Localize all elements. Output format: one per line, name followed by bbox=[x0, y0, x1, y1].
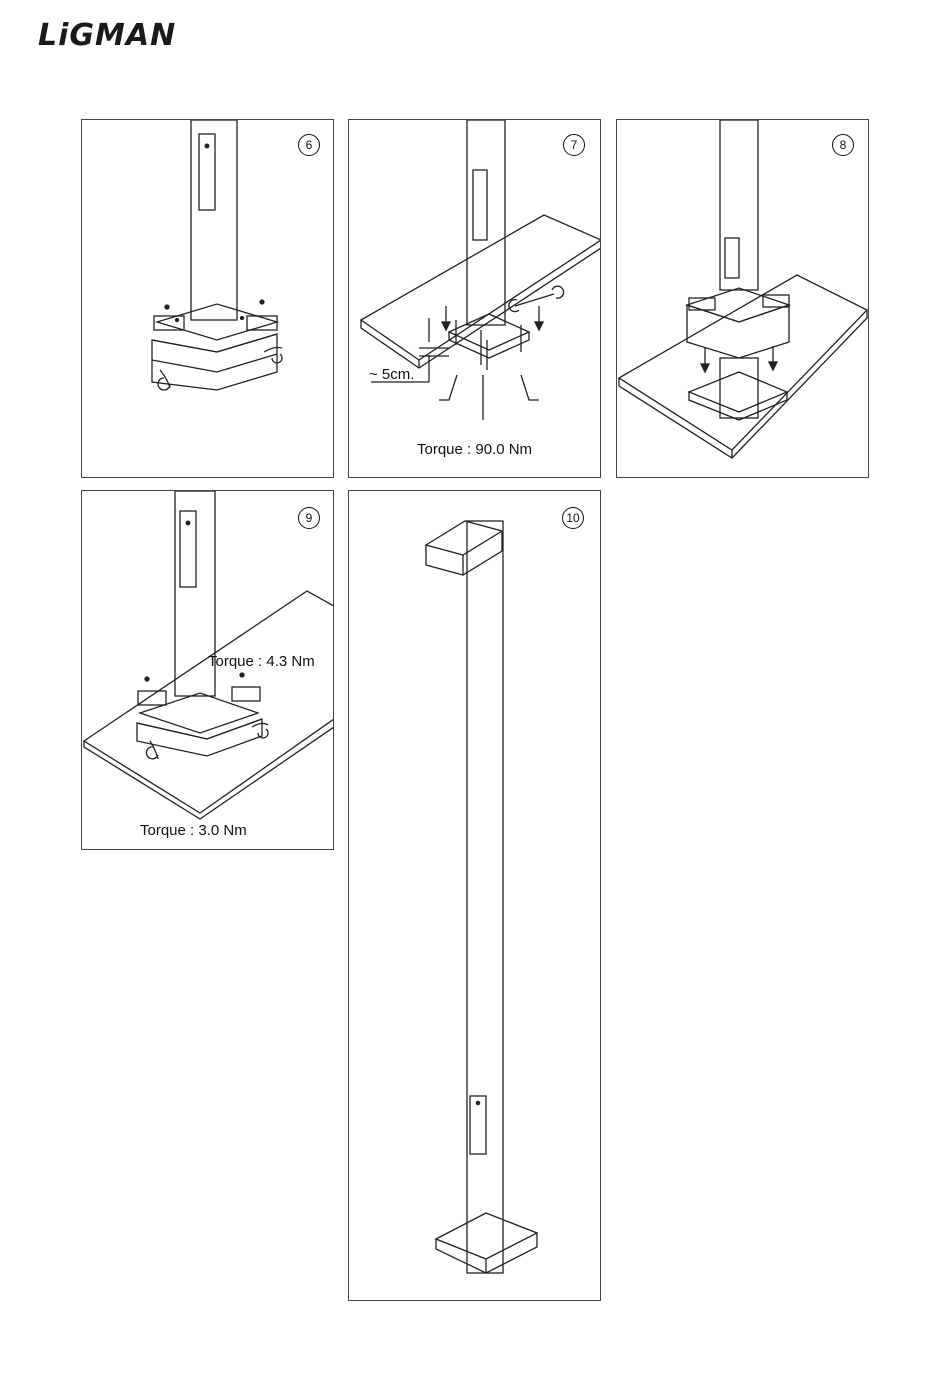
step-number-8: 8 bbox=[832, 134, 854, 156]
step-8-illustration bbox=[617, 120, 869, 478]
step-10-illustration bbox=[349, 491, 601, 1301]
torque-label-step-9-bottom: Torque : 3.0 Nm bbox=[140, 822, 247, 839]
step-9-illustration bbox=[82, 491, 334, 850]
step-10-panel: 10 bbox=[348, 490, 601, 1301]
step-6-panel: 6 bbox=[81, 119, 334, 478]
step-number-6: 6 bbox=[298, 134, 320, 156]
step-number-9: 9 bbox=[298, 507, 320, 529]
step-number-10: 10 bbox=[562, 507, 584, 529]
step-6-illustration bbox=[82, 120, 334, 478]
step-7-illustration bbox=[349, 120, 601, 478]
ligman-logo: LiGMAN bbox=[38, 18, 176, 53]
step-number-7: 7 bbox=[563, 134, 585, 156]
step-7-panel: 7 ~ 5cm. Torque : 90.0 Nm bbox=[348, 119, 601, 478]
torque-label-step-9-top: Torque : 4.3 Nm bbox=[208, 653, 315, 670]
gap-label: ~ 5cm. bbox=[369, 366, 414, 383]
step-9-panel: 9 Torque : 4.3 Nm Torque : 3.0 Nm bbox=[81, 490, 334, 850]
torque-label-step-7: Torque : 90.0 Nm bbox=[417, 441, 532, 458]
step-8-panel: 8 bbox=[616, 119, 869, 478]
